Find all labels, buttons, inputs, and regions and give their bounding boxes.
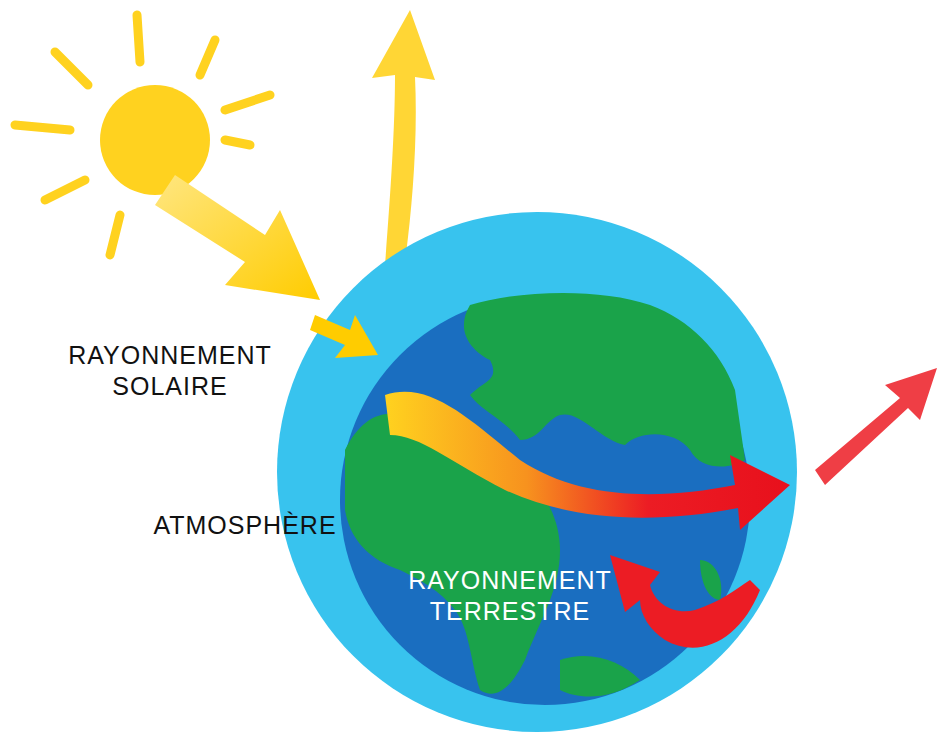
outgoing-arrow — [815, 368, 937, 485]
atmosphere-label: ATMOSPHÈRE — [140, 510, 350, 541]
terrestrial-radiation-label: RAYONNEMENT TERRESTRE — [385, 565, 635, 627]
incoming-beam — [155, 175, 320, 300]
heat-arrow — [385, 392, 790, 530]
sun — [100, 85, 210, 195]
solar-radiation-label: RAYONNEMENT SOLAIRE — [40, 340, 300, 402]
back-radiation-arrow — [610, 555, 760, 648]
atmosphere — [277, 212, 797, 732]
solar-arrow — [310, 315, 378, 358]
reflected-arrow — [372, 10, 435, 265]
